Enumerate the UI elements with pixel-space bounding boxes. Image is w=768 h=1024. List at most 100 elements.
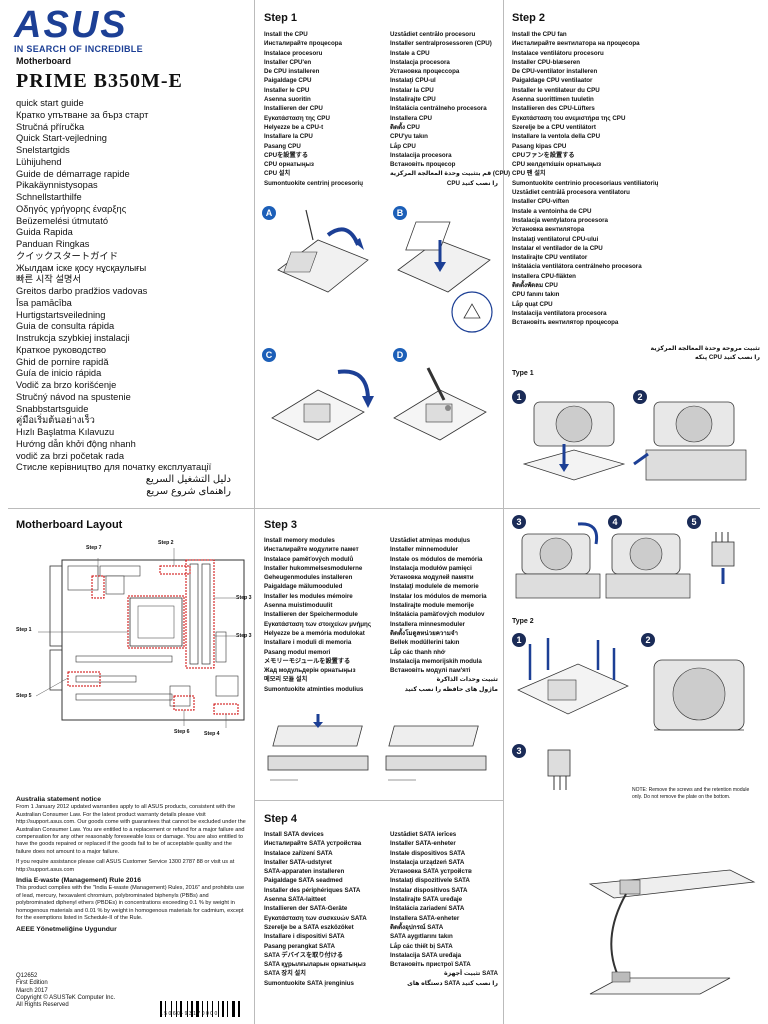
barcode-bar xyxy=(229,1001,231,1017)
step3-text: ماژول های حافظه را نصب كنيد xyxy=(404,685,498,693)
australia-body-2: If you require assistance please call AS… xyxy=(16,859,235,873)
step4-text: Εγκατάσταση των συσκευών SATA xyxy=(264,914,367,922)
language-entry: Краткое руководство xyxy=(16,344,107,355)
step4-text: Инсталирайте SATA устройства xyxy=(264,840,362,848)
language-entry: quick start guide xyxy=(16,98,84,108)
step2-text: Установка вентилятора xyxy=(512,226,585,234)
language-entry: Guide de démarrage rapide xyxy=(16,168,130,179)
memory-install-illustration xyxy=(267,714,487,781)
step2-text: Instalacja wentylatora procesora xyxy=(512,216,608,224)
step1-text: Helyezze be a CPU-t xyxy=(264,123,324,131)
language-entry: Οδηγός γρήγορης έναρξης xyxy=(16,203,127,214)
barcode-bar xyxy=(209,1001,211,1017)
step1-text: Установка процессора xyxy=(390,68,460,76)
step4-text: SATA 장치 설치 xyxy=(264,970,306,978)
step3-text: Lắp các thanh nhớ xyxy=(390,648,446,656)
barcode-bar xyxy=(238,1001,240,1017)
step2-text: Inštalácia ventilátora centrálneho proce… xyxy=(512,263,642,271)
step1-text: Sumontuokite centrinį procesorių xyxy=(264,179,364,187)
barcode-bar xyxy=(232,1001,235,1017)
step1-text: Instalacija procesora xyxy=(390,151,452,159)
rights: All Rights Reserved xyxy=(16,1002,69,1009)
step4-text: Sumontuokite SATA įrenginius xyxy=(264,979,354,987)
language-entry: คู่มือเริ่มต้นอย่างเร็ว xyxy=(16,415,95,426)
barcode-bar xyxy=(171,1001,172,1017)
language-entry: Guía de inicio rápida xyxy=(16,368,102,379)
step1-text: Instalacja procesora xyxy=(390,58,450,66)
callout-step-1: Step 1 xyxy=(16,627,32,633)
fan-step-1-badge: 1 xyxy=(512,390,526,404)
step1-text: Instalaţi CPU-ul xyxy=(390,77,436,85)
type2-step-3-badge: 3 xyxy=(512,744,526,758)
barcode-bar xyxy=(214,1001,217,1017)
step2-text: Instalace ventilátoru procesoru xyxy=(512,49,604,57)
step3-text: Installer minnemoduler xyxy=(390,546,459,554)
fan-step-3-badge: 3 xyxy=(512,515,526,529)
step1-text: Встановіть процесор xyxy=(390,161,456,169)
step4-text: Installer SATA-enheter xyxy=(390,840,456,848)
barcode-bar xyxy=(165,1001,166,1017)
panel-d-badge: D xyxy=(393,348,407,362)
step1-text: Εγκατάσταση της CPU xyxy=(264,114,330,122)
language-entry: クイックスタートガイド xyxy=(16,250,118,261)
motherboard-layout-diagram xyxy=(35,548,245,728)
step3-text: Instalace paměťových modulů xyxy=(264,555,354,563)
step3-text: Instale os módulos de memória xyxy=(390,555,483,563)
barcode-bar xyxy=(194,1001,195,1017)
callout-step-2: Step 2 xyxy=(158,540,174,546)
step3-text: Helyezze be a memória modulokat xyxy=(264,629,365,637)
step1-text: Lắp CPU xyxy=(390,142,416,150)
barcode-bar xyxy=(241,1001,242,1017)
language-entry: Lühijuhend xyxy=(16,156,62,167)
language-entry: Panduan Ringkas xyxy=(16,239,90,249)
type2-step-2-badge: 2 xyxy=(641,633,655,647)
step3-text: Geheugenmodules installeren xyxy=(264,574,353,582)
step1-text: Instale a CPU xyxy=(390,49,430,57)
copyright: Copyright © ASUSTeK Computer Inc. xyxy=(16,994,116,1001)
step3-text: Installer hukommelsesmodulerne xyxy=(264,564,363,572)
barcode-bar xyxy=(178,1001,179,1017)
language-entry: Pikakäynnistysopas xyxy=(16,180,98,191)
step2-text: Lắp quạt CPU xyxy=(512,300,553,308)
step4-text: Установка SATA устройств xyxy=(390,868,472,876)
barcode-bar xyxy=(191,1001,193,1017)
step1-text: CPU را نصب كنيد xyxy=(446,179,498,187)
category-label: Motherboard xyxy=(16,56,71,66)
step2-text: ติดตั้งพัดลม CPU xyxy=(512,282,558,290)
step3-text: Εγκατάσταση των στοιχείων μνήμης xyxy=(264,620,372,628)
step1-title: Step 1 xyxy=(264,12,298,24)
panel-a-badge: A xyxy=(262,206,276,220)
language-entry: Vodič za brzo korišćenje xyxy=(16,380,117,390)
step2-text: Instalaţi ventilatorul CPU-ului xyxy=(512,235,599,243)
step3-text: Sumontuokite atminties modulius xyxy=(264,685,364,693)
australia-heading: Australia statement notice xyxy=(16,796,101,803)
step2-text: Pasang kipas CPU xyxy=(512,142,567,150)
step3-text: Installer les modules mémoire xyxy=(264,592,353,600)
step2-title: Step 2 xyxy=(512,12,546,24)
barcode-bar xyxy=(176,1001,177,1017)
cpu-fan-type1-illustration xyxy=(515,401,747,599)
language-entry: 빠른 시작 설명서 xyxy=(16,274,82,285)
barcode-bar xyxy=(167,1001,170,1017)
date: March 2017 xyxy=(16,987,48,994)
barcode-bar xyxy=(173,1001,175,1017)
step1-text: Installer sentralprosessoren (CPU) xyxy=(390,40,492,48)
language-entry: Hướng dẫn khởi động nhanh xyxy=(16,438,136,449)
barcode-bar xyxy=(225,1001,226,1017)
step1-text: قم بتثبيت وحدة المعالجة المركزية (CPU) xyxy=(390,170,511,178)
barcode-bar xyxy=(218,1001,219,1017)
removal-note: NOTE: Remove the screws and the retentio… xyxy=(632,787,750,800)
step2-text: CPU fanını takın xyxy=(512,291,560,299)
step4-text: Paigaldage SATA seadmed xyxy=(264,877,343,885)
step3-text: メモリーモジュールを設置する xyxy=(264,657,351,665)
step1-text: Uzstādiet centrālo procesoru xyxy=(390,31,476,38)
barcode-bar xyxy=(220,1001,221,1017)
step3-text: Paigaldage mälumooduled xyxy=(264,583,343,591)
step4-text: تثبيت أجهزة SATA xyxy=(444,970,498,978)
type1-label: Type 1 xyxy=(512,370,534,377)
